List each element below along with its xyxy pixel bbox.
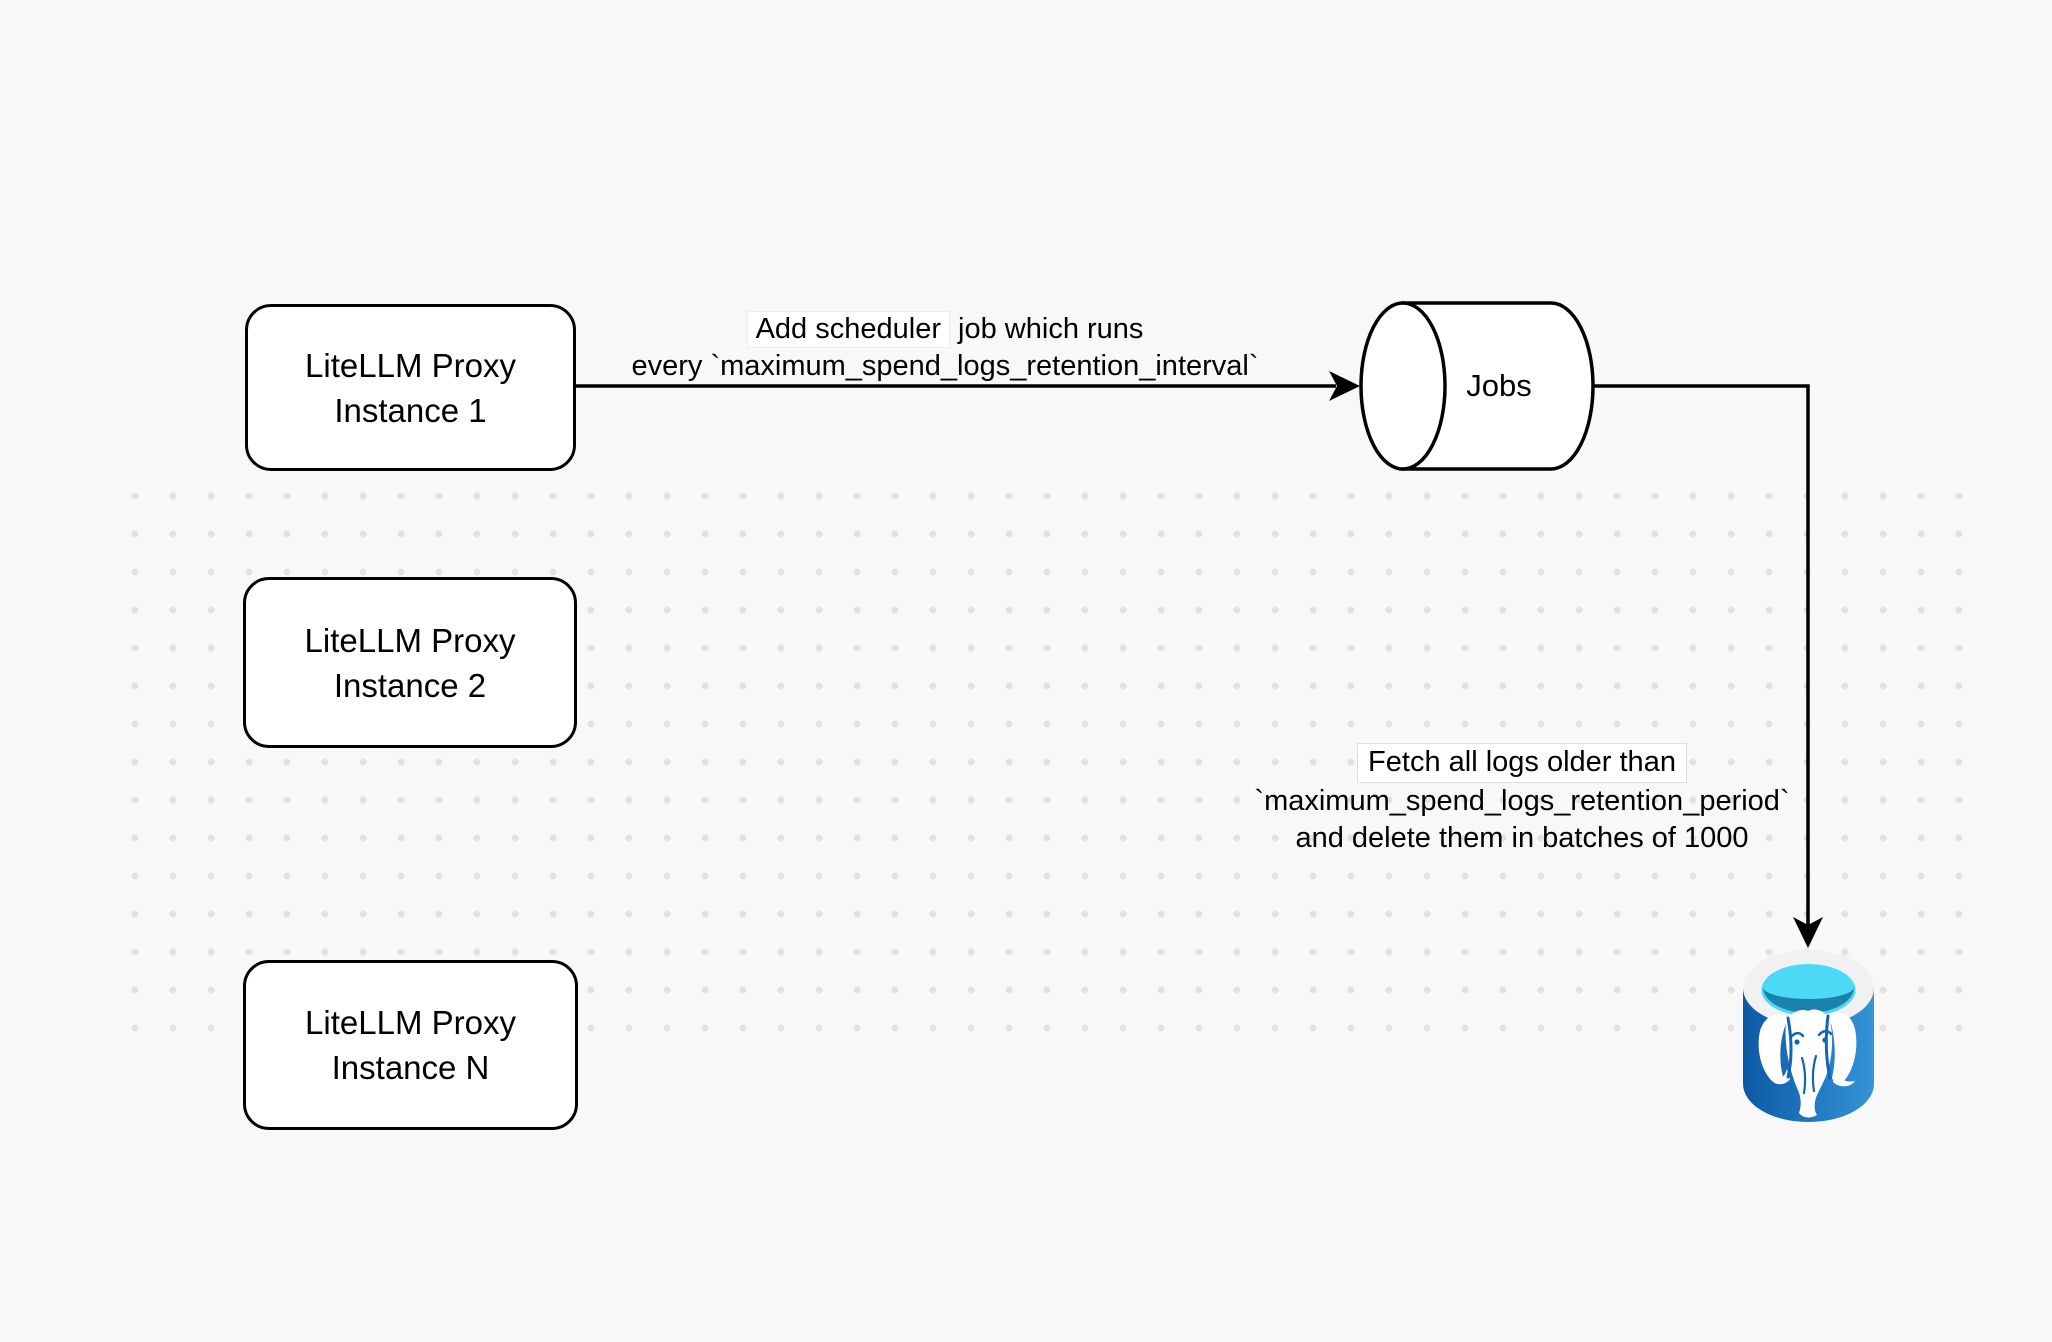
edge-label-highlight: Fetch all logs older than xyxy=(1357,743,1687,783)
edge-label-scheduler: Add scheduler job which runs every `maxi… xyxy=(605,311,1285,385)
edge-label-text: job which runs xyxy=(949,313,1144,345)
node-litellm-proxy-instance-n[interactable]: LiteLLM Proxy Instance N xyxy=(243,960,578,1130)
edge-label-line: Fetch all logs older than xyxy=(1228,743,1816,783)
edge-label-fetch-delete: Fetch all logs older than `maximum_spend… xyxy=(1228,743,1816,857)
jobs-label-text: Jobs xyxy=(1466,368,1532,403)
node-label-line: Instance 2 xyxy=(333,666,487,704)
edge-label-line: every `maximum_spend_logs_retention_inte… xyxy=(631,350,1259,382)
node-label-line: LiteLLM Proxy xyxy=(305,1004,516,1041)
jobs-queue-cylinder[interactable] xyxy=(1359,301,1595,471)
node-label-line: Instance 1 xyxy=(334,391,487,429)
node-label-line: Instance N xyxy=(331,1049,490,1086)
node-litellm-proxy-instance-2[interactable]: LiteLLM Proxy Instance 2 xyxy=(243,577,577,748)
edge-label-line: Add scheduler job which runs xyxy=(605,311,1285,348)
node-litellm-proxy-instance-1[interactable]: LiteLLM Proxy Instance 1 xyxy=(245,304,576,471)
node-label-line: LiteLLM Proxy xyxy=(305,346,516,384)
postgres-elephant-icon xyxy=(1758,1009,1857,1118)
edge-label-line: and delete them in batches of 1000 xyxy=(1295,822,1749,854)
edge-scheduler-arrow xyxy=(570,371,1360,401)
arrowhead-right-icon xyxy=(1329,371,1360,401)
edge-fetch-arrow xyxy=(1593,384,1823,948)
postgresql-database-icon[interactable] xyxy=(1743,950,1874,1122)
arrowhead-down-icon xyxy=(1793,917,1823,948)
node-label-line: LiteLLM Proxy xyxy=(304,621,516,659)
edge-label-highlight: Add scheduler xyxy=(746,311,950,348)
jobs-node-label: Jobs xyxy=(1403,303,1595,469)
edge-label-line: `maximum_spend_logs_retention_period` xyxy=(1254,785,1790,817)
